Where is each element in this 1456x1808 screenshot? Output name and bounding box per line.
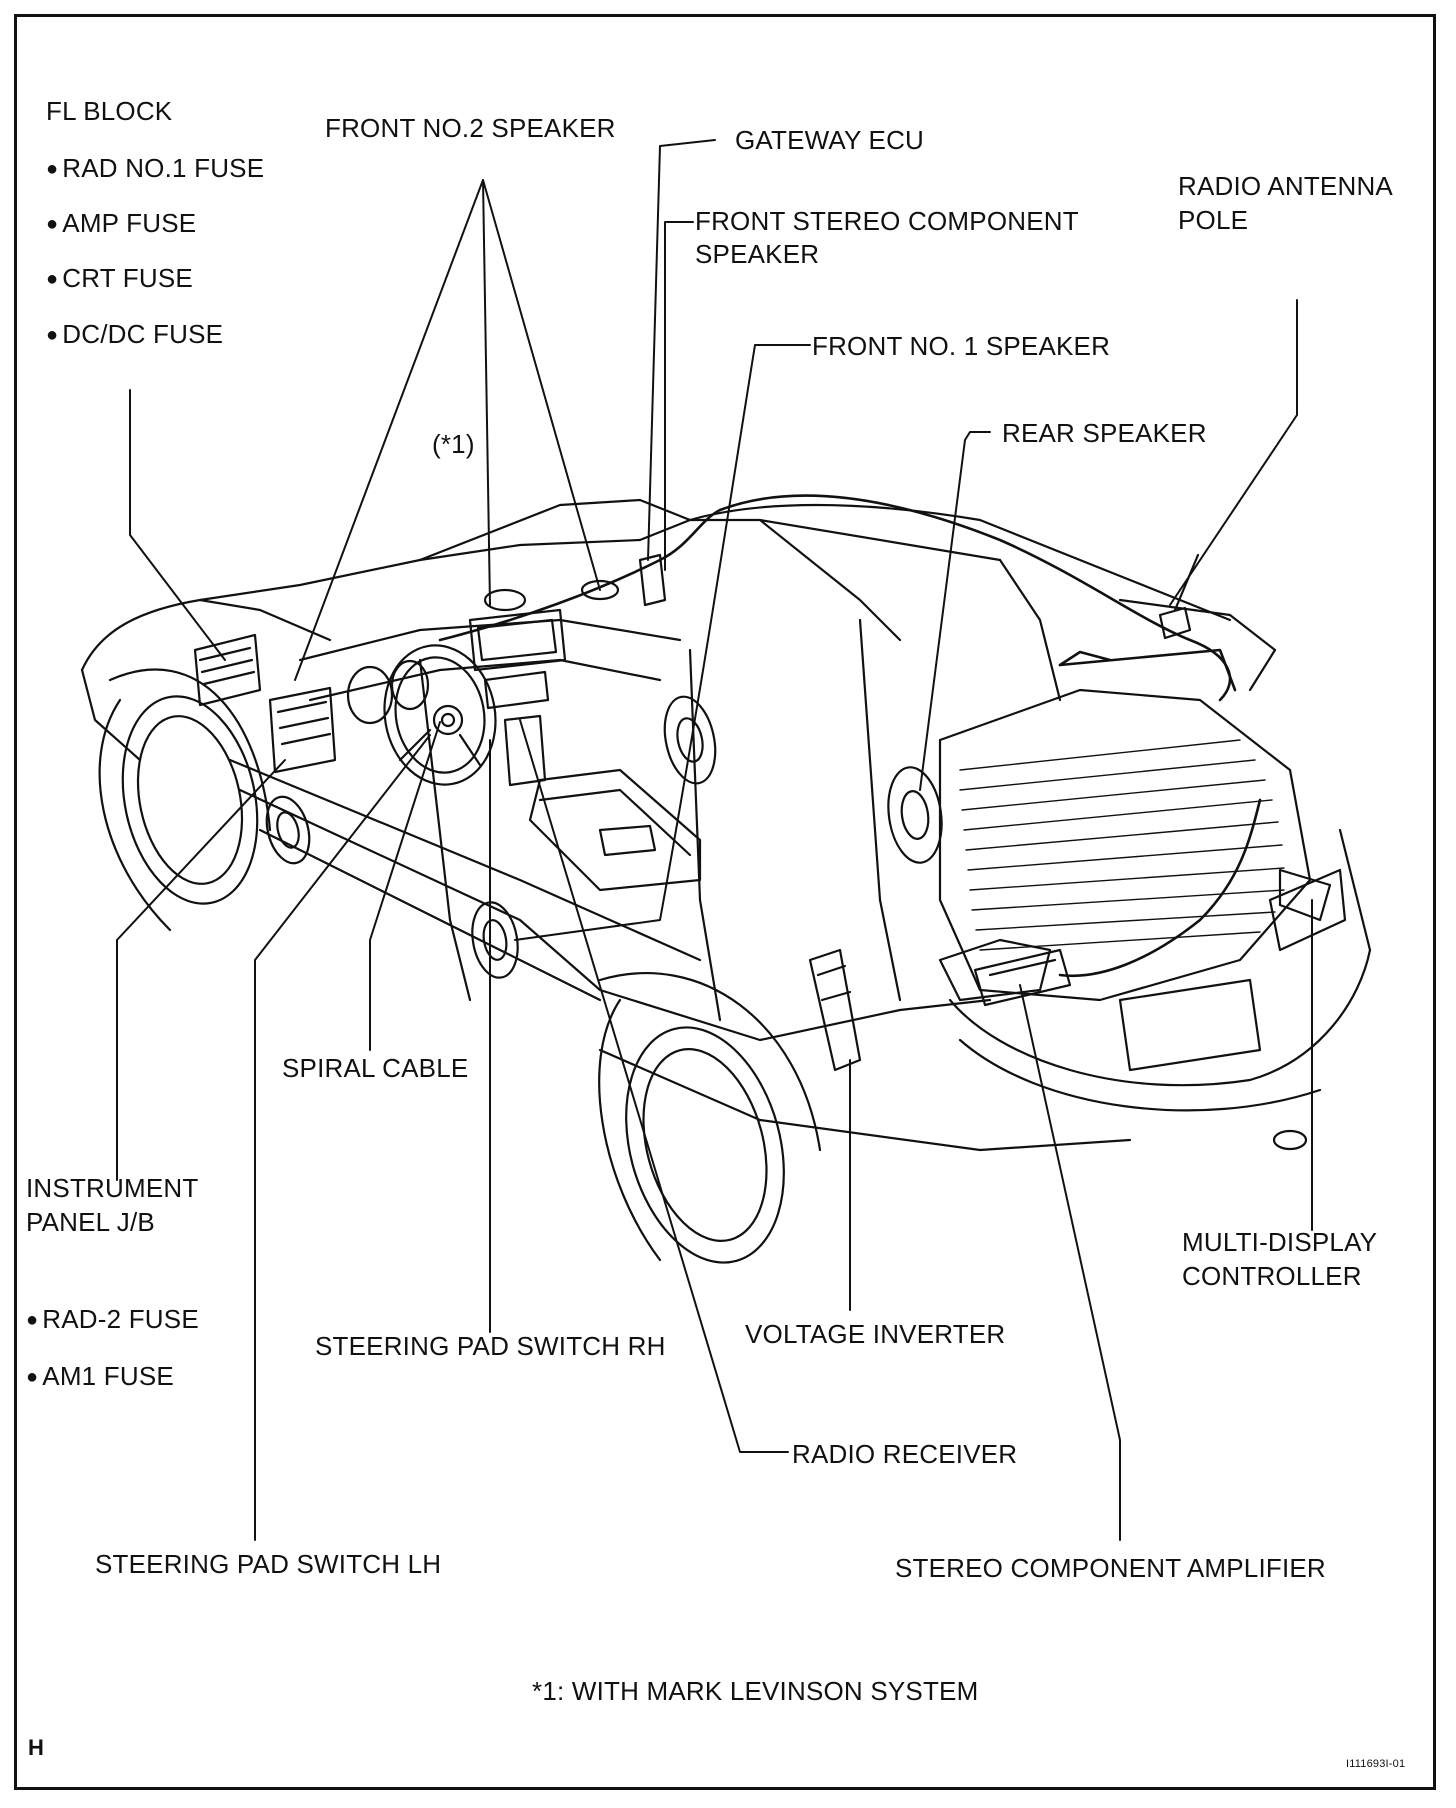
label-crt-fuse: CRT FUSE: [46, 262, 193, 295]
label-stereo-component-amplifier: STEREO COMPONENT AMPLIFIER: [895, 1553, 1326, 1583]
voltage-inverter-component: [808, 948, 862, 1072]
label-voltage-inverter: VOLTAGE INVERTER: [745, 1319, 1006, 1349]
rear-wheel: [598, 972, 822, 1264]
label-radio-antenna-pole-1: RADIO ANTENNA: [1178, 171, 1393, 201]
label-rear-speaker: REAR SPEAKER: [1002, 418, 1207, 448]
steering-wheel: [383, 644, 497, 786]
front-no1-speaker-component: [471, 901, 519, 979]
front-stereo-speaker-rh: [663, 695, 717, 785]
label-radio-receiver: RADIO RECEIVER: [792, 1439, 1018, 1469]
footnote: *1: WITH MARK LEVINSON SYSTEM: [532, 1676, 979, 1706]
label-instrument-panel-jb-1: INSTRUMENT: [26, 1173, 199, 1203]
instrument-panel-jb-component: [268, 686, 337, 774]
label-steering-pad-switch-lh: STEERING PAD SWITCH LH: [95, 1549, 442, 1579]
label-multi-display-controller-1: MULTI-DISPLAY: [1182, 1227, 1378, 1257]
car-body: [80, 498, 1372, 1152]
label-gateway-ecu: GATEWAY ECU: [735, 125, 925, 155]
gateway-ecu-component: [638, 553, 667, 607]
diagram-frame: [14, 14, 1436, 1790]
rear-speaker-component: [887, 766, 943, 864]
label-rad-no1-fuse: RAD NO.1 FUSE: [46, 152, 264, 185]
front-door-speaker-lh: [265, 795, 311, 865]
center-console: [528, 768, 702, 892]
radio-antenna-component: [1158, 553, 1200, 640]
label-am1-fuse: AM1 FUSE: [26, 1360, 174, 1393]
label-radio-antenna-pole-2: POLE: [1178, 205, 1249, 235]
label-dcdc-fuse: DC/DC FUSE: [46, 318, 223, 351]
dashboard: [298, 608, 682, 787]
corner-letter: H: [28, 1735, 45, 1760]
label-fl-block: FL BLOCK: [46, 96, 173, 126]
label-front-no1-speaker: FRONT NO. 1 SPEAKER: [812, 331, 1111, 361]
leader-lines: [116, 139, 1313, 1541]
label-mark-levinson-ref: (*1): [432, 429, 475, 459]
label-amp-fuse: AMP FUSE: [46, 207, 196, 240]
stereo-amplifier-component: [973, 948, 1072, 1007]
label-rad2-fuse: RAD-2 FUSE: [26, 1303, 199, 1336]
label-instrument-panel-jb-2: PANEL J/B: [26, 1207, 155, 1237]
front-wheel: [98, 668, 272, 932]
wiring-harness: [438, 494, 1262, 978]
label-front-stereo-component-speaker-1: FRONT STEREO COMPONENT: [695, 206, 1079, 236]
label-multi-display-controller-2: CONTROLLER: [1182, 1261, 1362, 1291]
label-steering-pad-switch-rh: STEERING PAD SWITCH RH: [315, 1331, 666, 1361]
label-spiral-cable: SPIRAL CABLE: [282, 1053, 469, 1083]
label-front-no2-speaker: FRONT NO.2 SPEAKER: [325, 113, 616, 143]
label-front-stereo-component-speaker-2: SPEAKER: [695, 239, 820, 269]
fl-block-component: [193, 633, 262, 707]
front-no2-speaker-component: [483, 579, 620, 612]
figure-id: I111693I-01: [1346, 1758, 1406, 1770]
multi-display-controller-component: [1278, 868, 1332, 922]
